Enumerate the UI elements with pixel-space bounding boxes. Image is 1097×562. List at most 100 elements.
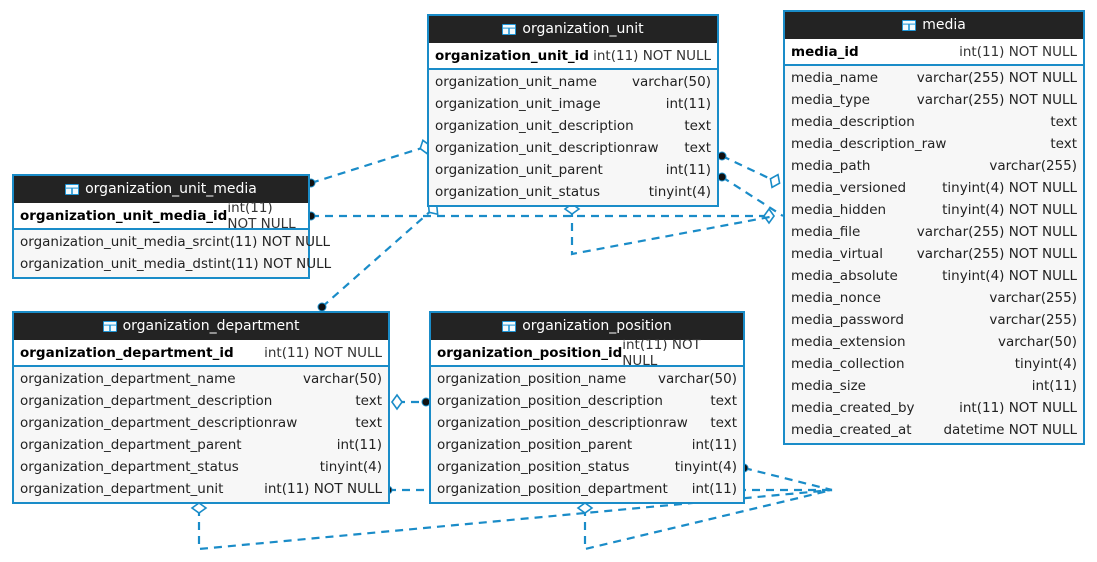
relationship-endpoint-dot	[717, 151, 727, 161]
field-row[interactable]: media_path varchar(255)	[785, 155, 1083, 177]
field-row[interactable]: media_versioned tinyint(4) NOT NULL	[785, 177, 1083, 199]
field-name: organization_department_parent	[20, 437, 242, 453]
relationship-line	[721, 155, 776, 182]
field-name: organization_unit_parent	[435, 162, 603, 178]
field-type: tinyint(4) NOT NULL	[942, 180, 1077, 196]
field-type: varchar(255)	[989, 312, 1077, 328]
table-header-organization_position[interactable]: organization_position	[431, 313, 743, 340]
field-type: int(11)	[691, 481, 737, 497]
field-row[interactable]: organization_unit_parent int(11)	[429, 159, 717, 181]
field-type: text	[710, 393, 737, 409]
field-type: text	[355, 415, 382, 431]
table-title: organization_unit_media	[85, 181, 257, 197]
field-row[interactable]: organization_position_descriptionraw text	[431, 412, 743, 434]
field-type: varchar(50)	[657, 371, 737, 387]
field-type: int(11)	[665, 162, 711, 178]
table-icon	[502, 321, 517, 332]
field-name: media_path	[791, 158, 871, 174]
field-type: text	[1050, 136, 1077, 152]
relationship-endpoint-diamond	[390, 393, 404, 411]
relationship-endpoint-dot	[317, 302, 327, 312]
relationship-endpoint-dot	[717, 172, 727, 182]
primary-key-type: int(11) NOT NULL	[227, 199, 296, 232]
field-name: organization_unit_name	[435, 74, 597, 90]
field-type: varchar(255) NOT NULL	[916, 92, 1077, 108]
table-icon	[65, 184, 80, 195]
relationship-endpoint-diamond	[576, 501, 594, 515]
field-row[interactable]: media_absolute tinyint(4) NOT NULL	[785, 265, 1083, 287]
field-row[interactable]: organization_position_department int(11)	[431, 478, 743, 500]
field-name: organization_position_parent	[437, 437, 633, 453]
primary-key-name: media_id	[791, 43, 859, 60]
relationship-line	[321, 208, 434, 308]
field-type: text	[684, 140, 711, 156]
field-name: media_versioned	[791, 180, 907, 196]
field-row[interactable]: organization_unit_name varchar(50)	[429, 71, 717, 93]
primary-key-name: organization_department_id	[20, 344, 234, 361]
table-header-organization_unit[interactable]: organization_unit	[429, 16, 717, 43]
field-name: media_absolute	[791, 268, 898, 284]
field-name: media_type	[791, 92, 870, 108]
table-header-organization_department[interactable]: organization_department	[14, 313, 388, 340]
field-name: organization_unit_image	[435, 96, 601, 112]
field-name: organization_department_unit	[20, 481, 224, 497]
table-icon	[102, 321, 117, 332]
primary-key-name: organization_position_id	[437, 344, 623, 361]
field-type: text	[710, 415, 737, 431]
relationship-line	[721, 176, 784, 217]
field-name: media_virtual	[791, 246, 883, 262]
field-type: tinyint(4) NOT NULL	[942, 268, 1077, 284]
field-type: varchar(50)	[631, 74, 711, 90]
field-type: varchar(255)	[989, 158, 1077, 174]
field-name: organization_position_department	[437, 481, 668, 497]
relationship-line	[310, 145, 426, 185]
field-row[interactable]: media_type varchar(255) NOT NULL	[785, 89, 1083, 111]
field-type: varchar(50)	[302, 371, 382, 387]
table-header-media[interactable]: media	[785, 12, 1083, 39]
table-header-organization_unit_media[interactable]: organization_unit_media	[14, 176, 308, 203]
er-table-organization_unit_media[interactable]: organization_unit_media organization_unit…	[12, 174, 331, 279]
field-name: organization_position_descriptionraw	[437, 415, 688, 431]
relationship-line	[743, 466, 833, 492]
